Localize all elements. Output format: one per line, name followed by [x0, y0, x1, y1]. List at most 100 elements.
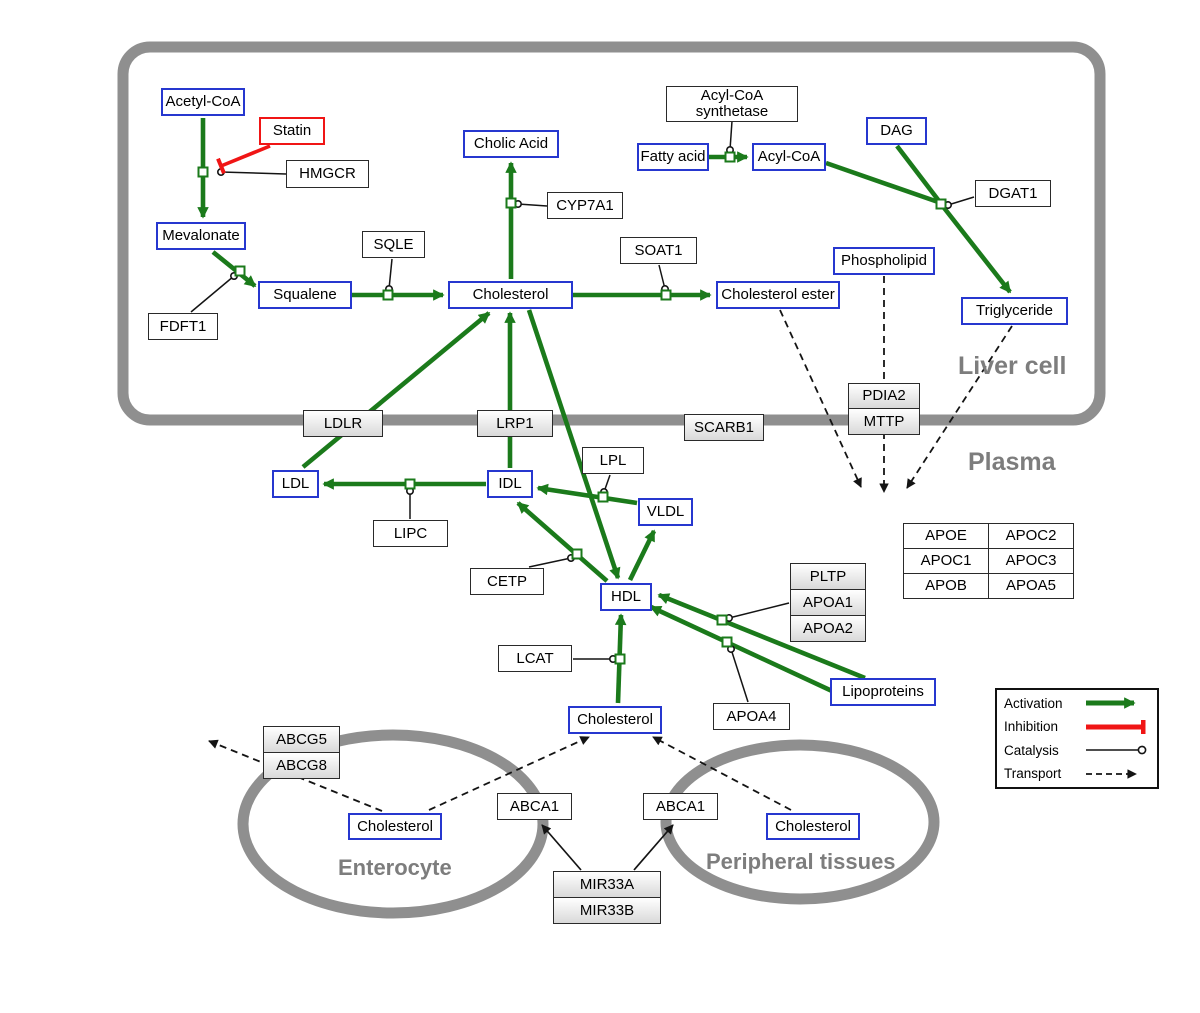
plasma-label: Plasma	[968, 448, 1056, 476]
transport-peripheral-plasma	[652, 736, 792, 811]
reaction-node	[597, 491, 609, 503]
reaction-nodes	[197, 151, 947, 665]
apo-table-cell-apoc1[interactable]: APOC1	[903, 548, 989, 574]
apo-table-cell-apoc3[interactable]: APOC3	[988, 548, 1074, 574]
reaction-node	[614, 653, 626, 665]
node-apoa4[interactable]: APOA4	[713, 703, 790, 730]
node-triglyceride[interactable]: Triglyceride	[961, 297, 1068, 325]
node-abcg5[interactable]: ABCG5	[263, 726, 340, 753]
apo-table-cell-apoc2[interactable]: APOC2	[988, 523, 1074, 549]
liver-cell-membrane	[117, 41, 1106, 426]
node-cetp[interactable]: CETP	[470, 568, 544, 595]
node-cholesterol-plasma[interactable]: Cholesterol	[568, 706, 662, 734]
catalysis-acyl-coa-synthetase	[725, 120, 735, 155]
reaction-node	[404, 478, 416, 490]
node-acetyl-coa[interactable]: Acetyl-CoA	[161, 88, 245, 116]
node-abca1-left[interactable]: ABCA1	[497, 793, 572, 820]
enterocyte-label: Enterocyte	[338, 855, 452, 880]
node-acyl-coa-synthetase[interactable]: Acyl-CoA synthetase	[666, 86, 798, 122]
legend-row-transport: Transport	[1004, 766, 1150, 782]
catalysis-edges	[190, 120, 975, 871]
node-acyl-coa2[interactable]: Acyl-CoA	[752, 143, 826, 171]
edge-junction-triglyceride	[939, 202, 1012, 294]
node-phospholipid[interactable]: Phospholipid	[833, 247, 935, 275]
node-sqle[interactable]: SQLE	[362, 231, 425, 258]
node-fdft1[interactable]: FDFT1	[148, 313, 218, 340]
node-cholesterol-peripheral[interactable]: Cholesterol	[766, 813, 860, 840]
edge-vldl-idl	[536, 483, 638, 506]
node-cholesterol-liver[interactable]: Cholesterol	[448, 281, 573, 309]
reaction-node	[935, 198, 947, 210]
catalysis-cyp7a1	[513, 199, 548, 209]
edge-hdl-vldl	[627, 529, 657, 582]
node-cyp7a1[interactable]: CYP7A1	[547, 192, 623, 219]
node-hmgcr[interactable]: HMGCR	[286, 160, 369, 188]
edge-mir33-abca1-left	[541, 824, 582, 871]
edge-mir33-abca1-right	[633, 824, 674, 871]
node-lcat[interactable]: LCAT	[498, 645, 572, 672]
node-cholesterol-ester[interactable]: Cholesterol ester	[716, 281, 840, 309]
node-mevalonate[interactable]: Mevalonate	[156, 222, 246, 250]
node-abca1-right[interactable]: ABCA1	[643, 793, 718, 820]
node-ldl[interactable]: LDL	[272, 470, 319, 498]
legend-catalysis-label: Catalysis	[1004, 742, 1059, 758]
node-mir33a[interactable]: MIR33A	[553, 871, 661, 898]
reaction-node	[505, 197, 517, 209]
edge-lipoproteins-hdl-lower	[649, 604, 833, 694]
legend-transport-label: Transport	[1004, 766, 1062, 782]
node-lipoproteins[interactable]: Lipoproteins	[830, 678, 936, 706]
node-pdia2[interactable]: PDIA2	[848, 383, 920, 409]
catalysis-soat1	[658, 264, 670, 294]
edge-hdl-idl	[516, 501, 609, 583]
node-dgat1[interactable]: DGAT1	[975, 180, 1051, 207]
node-cholesterol-enterocyte[interactable]: Cholesterol	[348, 813, 442, 840]
inhibition-statin-hmgcr	[216, 144, 271, 175]
legend-inhibition-label: Inhibition	[1004, 719, 1059, 735]
inhibition-tbar-icon	[1086, 719, 1146, 734]
node-abcg8[interactable]: ABCG8	[263, 752, 340, 779]
node-soat1[interactable]: SOAT1	[620, 237, 697, 264]
acs-line1: Acyl-CoA	[700, 87, 764, 104]
legend: Activation Inhibition Catalysis Transpor…	[995, 688, 1159, 789]
node-fatty-acid[interactable]: Fatty acid	[637, 143, 709, 171]
catalysis-dgat1	[943, 196, 975, 210]
node-ldlr[interactable]: LDLR	[303, 410, 383, 437]
node-pltp[interactable]: PLTP	[790, 563, 866, 590]
catalysis-circle-icon	[1086, 745, 1147, 755]
catalysis-apoa4	[726, 644, 749, 703]
legend-row-activation: Activation	[1004, 695, 1150, 711]
catalysis-pltp-apoa	[724, 602, 790, 623]
node-lrp1[interactable]: LRP1	[477, 410, 553, 437]
transport-triglyceride-plasma	[906, 325, 1013, 489]
edge-lipoproteins-hdl-upper	[657, 592, 866, 681]
catalysis-hmgcr	[216, 167, 287, 177]
node-squalene[interactable]: Squalene	[258, 281, 352, 309]
activation-arrow-icon	[1086, 697, 1136, 709]
node-lpl[interactable]: LPL	[582, 447, 644, 474]
node-idl[interactable]: IDL	[487, 470, 533, 498]
node-mir33b[interactable]: MIR33B	[553, 897, 661, 924]
peripheral-tissues-label: Peripheral tissues	[706, 849, 896, 874]
catalysis-fdft1	[190, 271, 239, 313]
apo-table-cell-apoe[interactable]: APOE	[903, 523, 989, 549]
node-hdl[interactable]: HDL	[600, 583, 652, 611]
node-apoa2[interactable]: APOA2	[790, 615, 866, 642]
node-mttp[interactable]: MTTP	[848, 408, 920, 435]
node-lipc[interactable]: LIPC	[373, 520, 448, 547]
reaction-node	[660, 289, 672, 301]
reaction-node	[571, 548, 583, 560]
reaction-node	[721, 636, 733, 648]
legend-row-catalysis: Catalysis	[1004, 742, 1150, 758]
node-cholic-acid[interactable]: Cholic Acid	[463, 130, 559, 158]
enterocyte-membrane	[237, 729, 549, 919]
apo-table-cell-apob[interactable]: APOB	[903, 573, 989, 599]
apo-table-cell-apoa5[interactable]: APOA5	[988, 573, 1074, 599]
node-scarb1[interactable]: SCARB1	[684, 414, 764, 441]
transport-dashed-arrow-icon	[1086, 769, 1137, 779]
node-statin[interactable]: Statin	[259, 117, 325, 145]
node-apoa1[interactable]: APOA1	[790, 589, 866, 616]
node-vldl[interactable]: VLDL	[638, 498, 693, 526]
node-dag[interactable]: DAG	[866, 117, 927, 145]
